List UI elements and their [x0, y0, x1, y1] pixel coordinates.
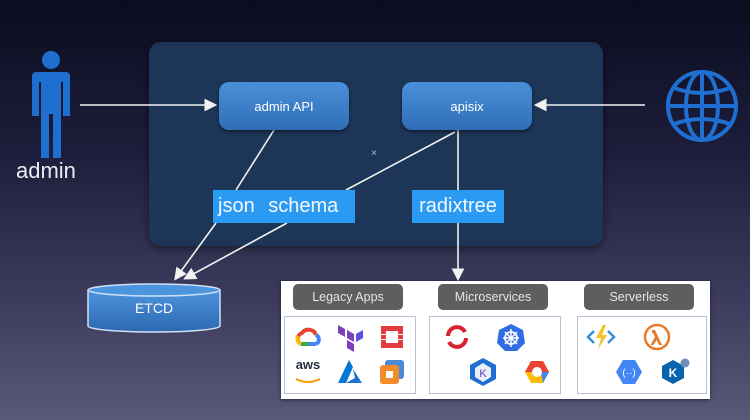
group-microservices: K [429, 316, 561, 394]
radixtree-label: radixtree [419, 195, 497, 217]
azure-icon [338, 360, 362, 383]
edge-json-to-etcd [174, 222, 217, 281]
group-label-serverless: Serverless [584, 284, 694, 310]
group-label-legacy-apps: Legacy Apps [293, 284, 403, 310]
terraform-icon [338, 325, 363, 352]
vmware-icon [380, 360, 404, 384]
apisix-label: apisix [450, 98, 484, 114]
knative-serving-k-text: K [669, 366, 678, 380]
upstream-services-panel: Legacy Apps aws [281, 281, 710, 399]
edge-admin-api-to-json [235, 129, 275, 191]
apisix-node[interactable]: apisix [402, 82, 532, 130]
admin-label: admin [16, 158, 76, 183]
globe-icon [666, 70, 738, 142]
group-legacy-apps: aws [284, 316, 416, 394]
kubernetes-icon [497, 324, 525, 351]
group-serverless: (··) K [577, 316, 707, 394]
aws-lambda-icon [643, 323, 671, 351]
azure-functions-icon [586, 325, 616, 349]
etcd-label: ETCD [134, 300, 174, 316]
aws-text: aws [295, 357, 321, 372]
group-label-microservices: Microservices [438, 284, 548, 310]
radixtree-tag: radixtree [412, 190, 504, 223]
cloud-functions-icon: (··) [616, 360, 642, 384]
edge-schema-to-etcd [183, 222, 288, 280]
json-schema-tag: json schema [213, 190, 355, 223]
admin-api-label: admin API [254, 98, 314, 114]
knative-k-text: K [479, 368, 487, 380]
aws-icon: aws [293, 357, 323, 387]
openstack-icon [381, 326, 403, 348]
knative-serving-icon: K [662, 358, 690, 384]
gke-icon [525, 361, 549, 383]
knative-icon: K [470, 358, 496, 386]
svg-text:(··): (··) [622, 368, 635, 379]
json-schema-label: json schema [218, 195, 339, 217]
center-marker: × [371, 148, 377, 159]
edge-apisix-to-schema [345, 131, 456, 191]
admin-api-node[interactable]: admin API [219, 82, 349, 130]
google-cloud-icon [295, 327, 321, 346]
etcd-database-icon [87, 283, 221, 333]
openshift-icon [446, 325, 468, 349]
person-icon [32, 51, 70, 158]
